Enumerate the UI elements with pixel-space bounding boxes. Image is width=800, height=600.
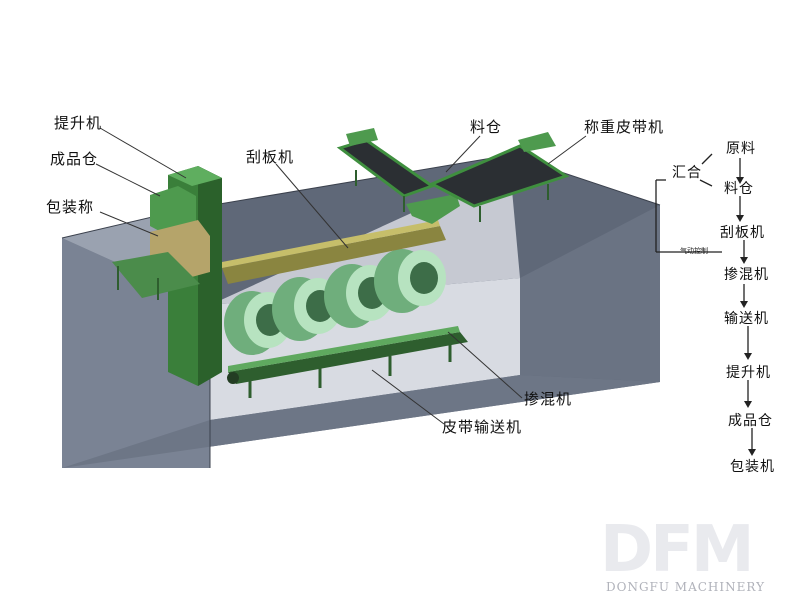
- flow-hopper: 料仓: [724, 181, 754, 197]
- flow-arrows: [655, 153, 756, 456]
- weighing-belt-machine: [336, 128, 570, 222]
- label-packing-scale: 包装称: [46, 198, 95, 216]
- leader-lines: [95, 127, 587, 425]
- label-scraper: 刮板机: [246, 148, 295, 166]
- feed-hopper-machine: [406, 194, 460, 224]
- flow-mixer: 掺混机: [724, 267, 769, 283]
- flow-merge: 汇合: [672, 165, 702, 181]
- flow-finished-bin: 成品仓: [728, 413, 773, 429]
- watermark-logo: DFM: [600, 513, 755, 587]
- mixer-drums: [224, 249, 446, 355]
- flow-scraper: 刮板机: [720, 225, 765, 241]
- label-hopper: 料仓: [470, 118, 503, 136]
- flow-elevator: 提升机: [726, 365, 771, 381]
- label-belt-conveyor: 皮带输送机: [442, 418, 523, 436]
- packing-scale-machine: [112, 220, 210, 300]
- flow-packing: 包装机: [730, 459, 775, 475]
- scraper-conveyor-machine: [222, 220, 446, 284]
- label-weighing-belt: 称重皮带机: [584, 118, 665, 136]
- label-finished-bin: 成品仓: [50, 150, 99, 168]
- mixer-drum: [374, 249, 446, 313]
- belt-conveyor-machine: [227, 326, 468, 398]
- flow-raw-material: 原料: [726, 141, 756, 157]
- watermark-company: DONGFU MACHINERY: [606, 580, 765, 594]
- flow-pneumatic-control: 气动控制: [680, 247, 708, 255]
- mixer-drum: [224, 291, 292, 355]
- label-elevator: 提升机: [54, 114, 103, 132]
- flow-conveyor: 输送机: [724, 311, 769, 327]
- label-mixer: 掺混机: [524, 390, 573, 408]
